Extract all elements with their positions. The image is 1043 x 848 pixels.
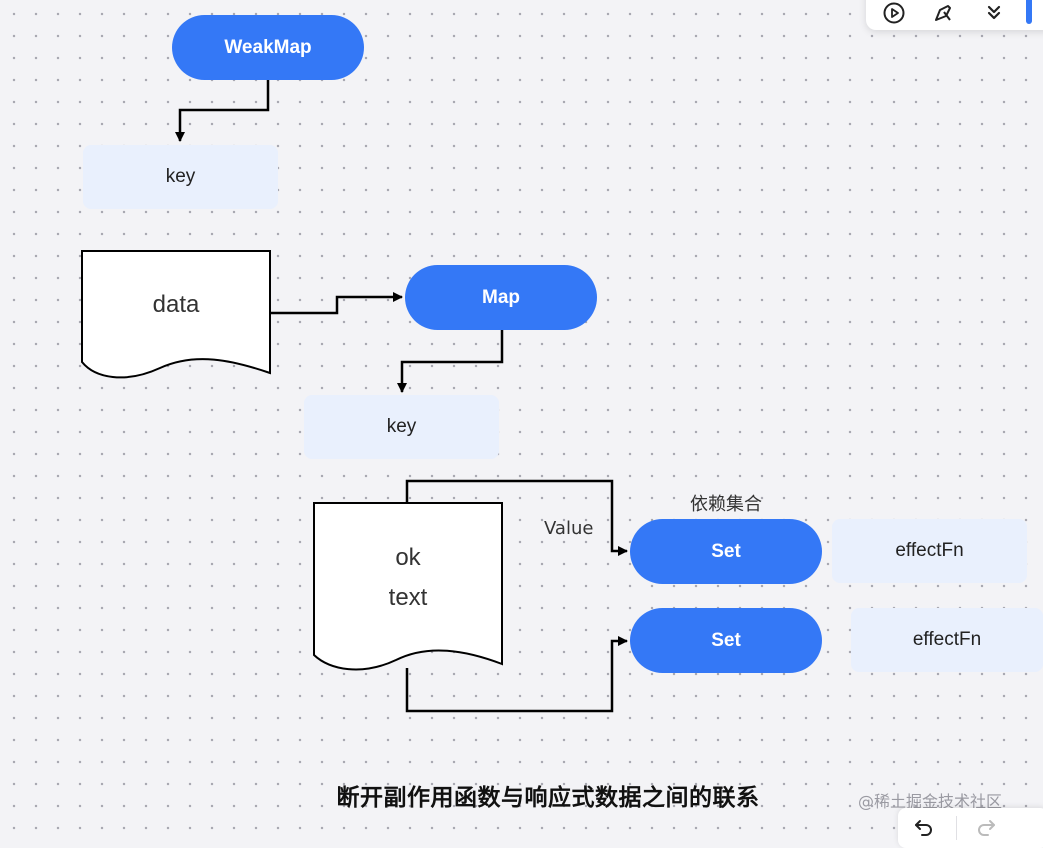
ok-label: ok: [395, 544, 421, 571]
key-node-top[interactable]: key: [83, 145, 278, 209]
diagram-caption: 断开副作用函数与响应式数据之间的联系: [336, 785, 760, 811]
set-node-2[interactable]: Set: [630, 608, 822, 673]
text-label: text: [388, 584, 428, 611]
accent-indicator: [1026, 0, 1032, 24]
chevron-double-down-icon[interactable]: [979, 0, 1009, 28]
bar-divider: [956, 816, 957, 840]
effectfn-node-2[interactable]: effectFn: [851, 608, 1043, 672]
arrow-map-to-key: [397, 330, 504, 393]
map-node[interactable]: Map: [405, 265, 597, 330]
key-node-middle[interactable]: key: [304, 395, 499, 459]
value-label: Value: [544, 518, 594, 539]
top-toolbar: [866, 0, 1043, 30]
play-icon[interactable]: [879, 0, 909, 28]
set-node-1[interactable]: Set: [630, 519, 822, 584]
undo-icon[interactable]: [910, 814, 938, 842]
diagram-canvas: [81, 80, 628, 713]
data-document-label: data: [152, 291, 200, 318]
pen-icon[interactable]: [928, 0, 958, 28]
arrow-weakmap-to-key: [175, 80, 270, 142]
history-bar: [898, 808, 1043, 848]
dependency-set-label: 依赖集合: [690, 494, 762, 515]
arrow-data-to-map: [270, 292, 403, 315]
watermark: @稀土掘金技术社区: [858, 792, 1003, 811]
connector-document-to-set-bottom: [405, 636, 628, 713]
effectfn-node-1[interactable]: effectFn: [832, 519, 1027, 583]
redo-icon[interactable]: [972, 814, 1000, 842]
weakmap-node[interactable]: WeakMap: [172, 15, 364, 80]
